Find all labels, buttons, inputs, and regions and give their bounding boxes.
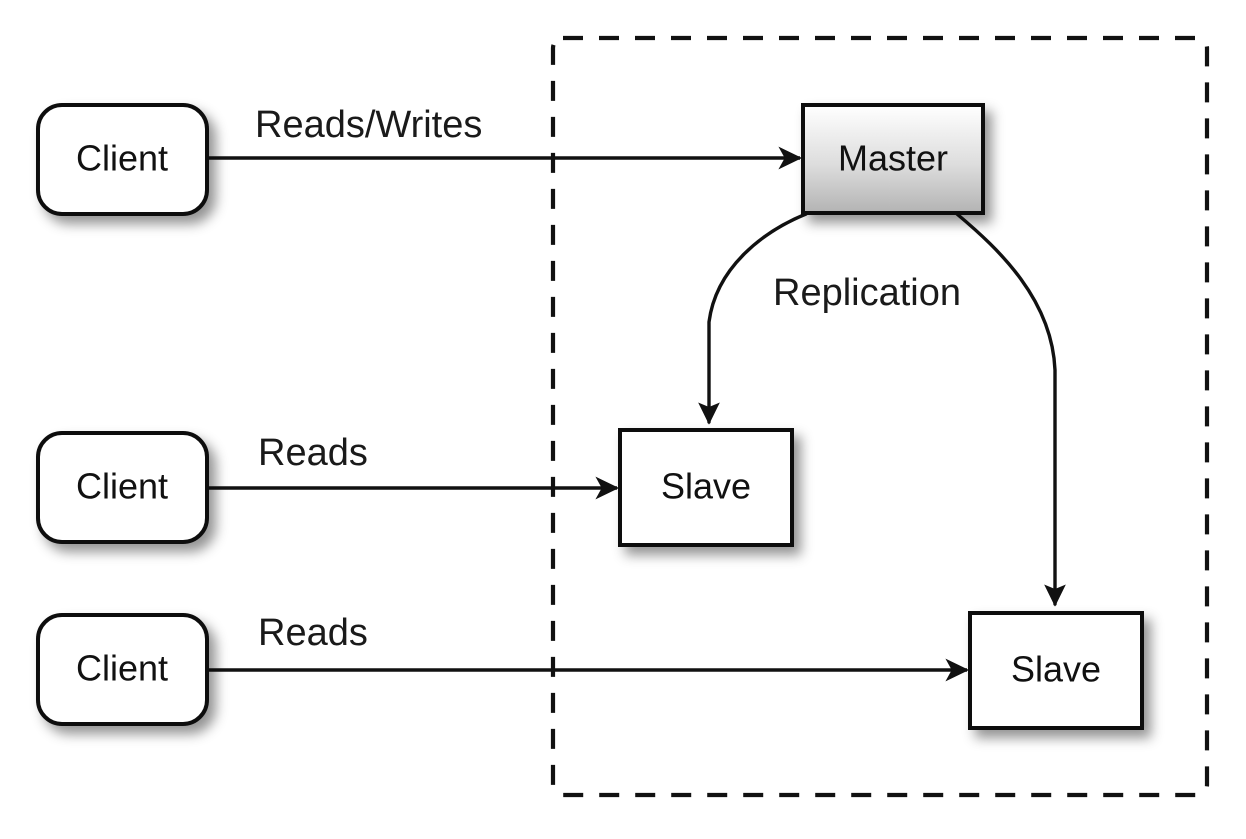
client-1-box — [36, 103, 209, 216]
master-box — [801, 103, 985, 215]
datastore-boundary — [550, 35, 1210, 798]
edge-master-to-slave1-replication — [698, 212, 808, 425]
edge-master-to-slave2-replication — [955, 212, 1066, 607]
node-client-2[interactable]: Client — [36, 431, 209, 544]
edge-label-replication: Replication — [773, 272, 961, 314]
edge-label-reads-slave1: Reads — [258, 432, 368, 474]
client-1-label: Client — [76, 138, 168, 179]
node-client-3[interactable]: Client — [36, 613, 209, 726]
client-2-box — [36, 431, 209, 544]
slave-2-box — [968, 611, 1144, 730]
slave-2-label: Slave — [1011, 649, 1101, 690]
slave-1-box — [618, 428, 794, 547]
edge-label-reads-writes: Reads/Writes — [255, 104, 482, 146]
node-slave-1[interactable]: Slave — [618, 428, 794, 547]
node-slave-2[interactable]: Slave — [968, 611, 1144, 730]
slave-1-label: Slave — [661, 466, 751, 507]
client-3-label: Client — [76, 648, 168, 689]
edge-label-reads-slave2: Reads — [258, 612, 368, 654]
node-client-1[interactable]: Client — [36, 103, 209, 216]
master-label: Master — [838, 138, 948, 179]
client-2-label: Client — [76, 466, 168, 507]
client-3-box — [36, 613, 209, 726]
node-master[interactable]: Master — [801, 103, 985, 215]
